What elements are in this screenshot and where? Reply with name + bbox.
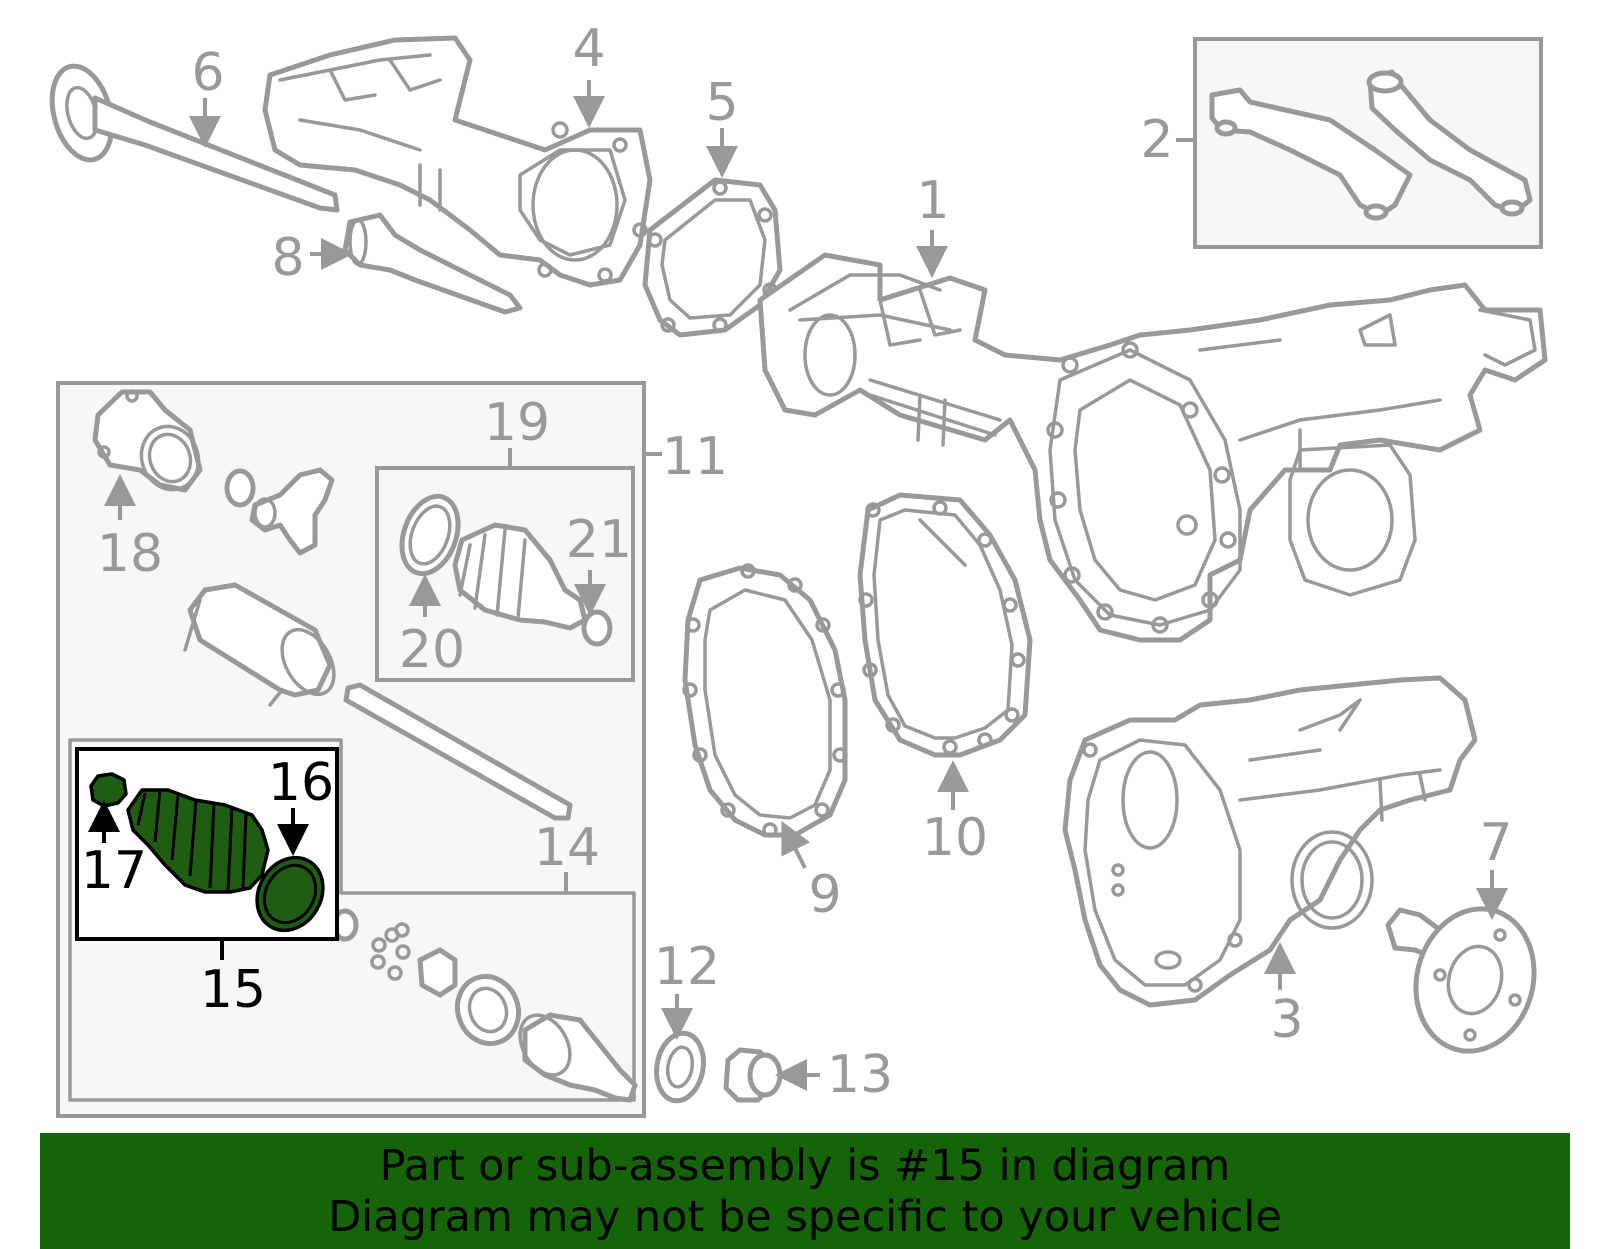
- box-part-14: [68, 738, 636, 1102]
- callout-4: 4: [572, 19, 605, 79]
- callout-20: 20: [399, 620, 465, 680]
- callout-18: 18: [97, 524, 163, 584]
- yoke-part: [249, 467, 335, 556]
- callout-15: 15: [200, 960, 266, 1020]
- callout-5: 5: [705, 73, 738, 133]
- callout-19: 19: [484, 393, 550, 453]
- clamp-part-17: [89, 772, 128, 808]
- callout-11: 11: [662, 427, 728, 487]
- callout-8: 8: [271, 228, 304, 288]
- housing-part-18: [92, 389, 203, 493]
- shaft-part-8: [342, 212, 523, 315]
- axle-shaft-part-6: [49, 63, 340, 213]
- callout-3: 3: [1270, 990, 1303, 1050]
- callout-14: 14: [534, 818, 600, 878]
- leader-lines: [88, 80, 1508, 1091]
- callout-16: 16: [268, 753, 334, 813]
- callout-17: 17: [81, 841, 147, 901]
- banner-line-1: Part or sub-assembly is #15 in diagram: [379, 1141, 1231, 1191]
- seal-part-12: [654, 1030, 706, 1104]
- callout-9: 9: [808, 865, 841, 925]
- cover-part-9: [682, 563, 848, 838]
- nut-part-13: [723, 1047, 783, 1103]
- carrier-housing-part-3: [1062, 675, 1478, 1008]
- axle-housing-part-4: [262, 35, 653, 288]
- callout-10: 10: [922, 808, 988, 868]
- axle-housing-part-1: [757, 252, 1548, 643]
- callout-2: 2: [1140, 110, 1173, 170]
- clamp-part-20: [399, 493, 461, 577]
- joint-part-14: [331, 908, 638, 1103]
- callout-7: 7: [1479, 813, 1512, 873]
- callout-21: 21: [566, 510, 632, 570]
- banner-line-2: Diagram may not be specific to your vehi…: [328, 1192, 1282, 1242]
- ring-part: [224, 468, 256, 508]
- sleeve-part: [183, 582, 336, 707]
- callout-6: 6: [191, 43, 224, 103]
- callout-13: 13: [827, 1045, 893, 1105]
- clamp-part-21: [581, 609, 613, 647]
- bracket-part-2: [1209, 69, 1533, 221]
- info-banner: Part or sub-assembly is #15 in diagram D…: [40, 1133, 1570, 1249]
- gasket-part-10: [857, 492, 1033, 758]
- callout-1: 1: [916, 171, 949, 231]
- callout-12: 12: [654, 937, 720, 997]
- shaft-part-14: [343, 682, 573, 821]
- boot-kit-part-15[interactable]: [89, 772, 336, 942]
- boot-kit-part-19: [399, 493, 613, 647]
- flange-part-7: [1385, 906, 1537, 1054]
